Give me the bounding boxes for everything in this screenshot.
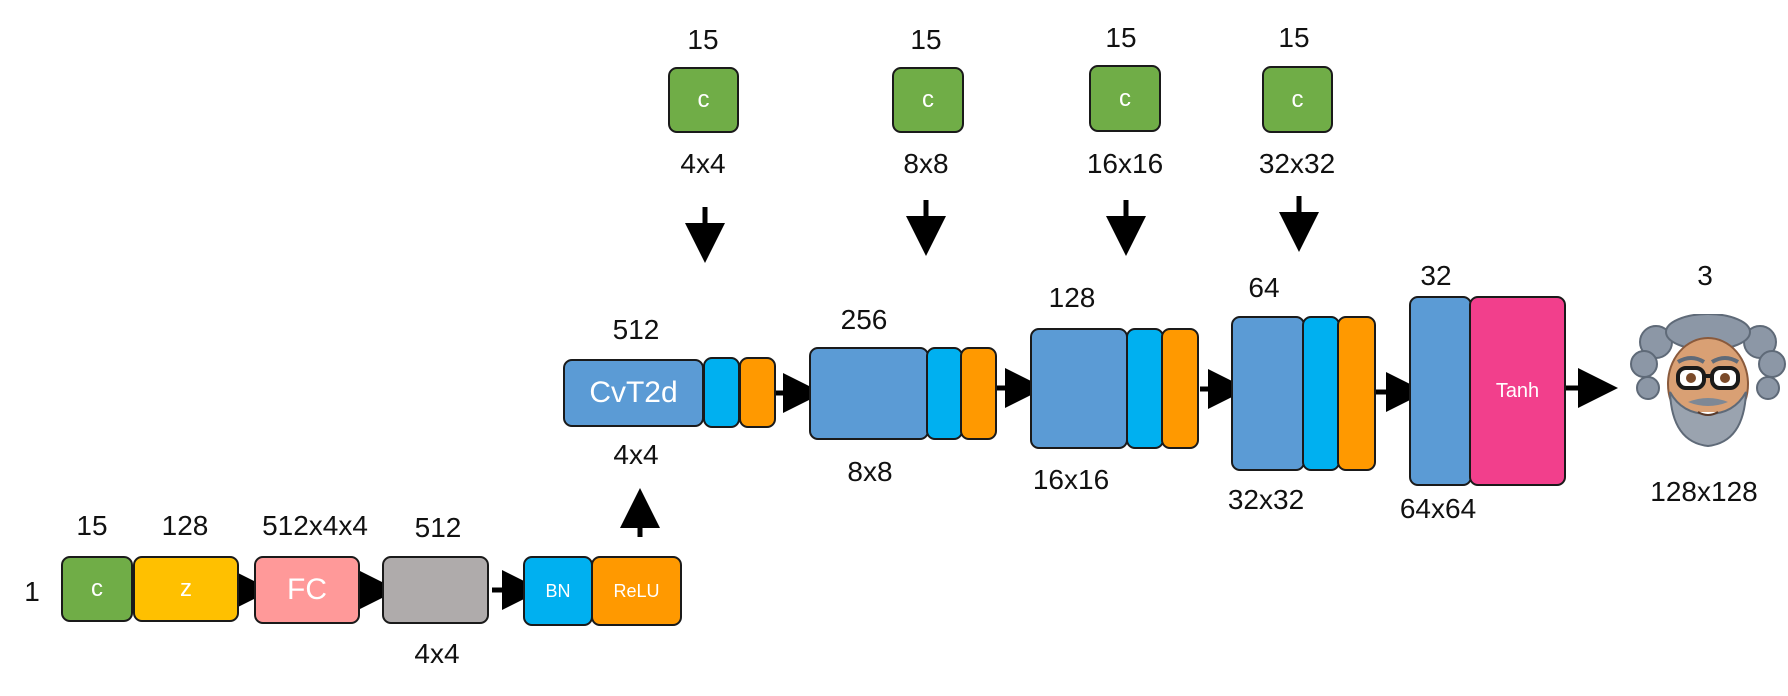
block-1-relu <box>739 357 776 428</box>
condition-input-c: c <box>61 556 133 622</box>
block-2-convtranspose <box>809 347 929 440</box>
fc-layer: FC <box>254 556 360 624</box>
reshape-block <box>382 556 489 624</box>
cond-4-size: 32x32 <box>1258 148 1336 179</box>
block-4-relu <box>1337 316 1376 471</box>
batch-size-label: 1 <box>24 576 40 607</box>
cond-2-size: 8x8 <box>903 148 949 179</box>
bn-layer: BN <box>523 556 593 626</box>
block-2-relu <box>960 347 997 440</box>
block-3-channels: 128 <box>1048 282 1096 313</box>
relu-layer-text: ReLU <box>613 580 660 601</box>
block-1-channels: 512 <box>612 314 660 345</box>
block-1-size: 4x4 <box>613 439 659 470</box>
cond-2-c: c <box>892 67 964 133</box>
block-3-convtranspose <box>1030 328 1128 449</box>
block-2-bn <box>926 347 963 440</box>
cond-3-size: 16x16 <box>1086 148 1164 179</box>
output-size: 128x128 <box>1650 476 1758 507</box>
tanh-layer-text: Tanh <box>1495 379 1540 402</box>
block-1-bn <box>703 357 740 428</box>
block-4-bn <box>1302 316 1340 471</box>
output-face-icon <box>1630 314 1786 448</box>
block-4-convtranspose <box>1231 316 1305 471</box>
block-2-channels: 256 <box>840 304 888 335</box>
cond-1-c-text: c <box>697 86 710 113</box>
cond-1-c: c <box>668 67 739 133</box>
cond-4-dim: 15 <box>1278 22 1310 53</box>
block-4-size: 32x32 <box>1227 484 1305 515</box>
fc-layer-text: FC <box>287 573 327 606</box>
bn-layer-text: BN <box>545 580 571 601</box>
cond-1-size: 4x4 <box>680 148 726 179</box>
cond-4-c-text: c <box>1291 85 1304 113</box>
c-dim-label: 15 <box>76 510 108 541</box>
block-3-size: 16x16 <box>1032 464 1110 495</box>
final-channels: 32 <box>1420 260 1452 291</box>
relu-layer: ReLU <box>591 556 682 626</box>
noise-input-z-text: z <box>180 575 192 602</box>
block-3-bn <box>1126 328 1164 449</box>
block-1-convtranspose-text: CvT2d <box>589 376 678 409</box>
final-size: 64x64 <box>1399 493 1477 524</box>
reshape-size-label: 4x4 <box>414 638 460 669</box>
condition-input-c-text: c <box>91 575 103 602</box>
cond-2-c-text: c <box>922 86 934 113</box>
cond-4-c: c <box>1262 66 1333 133</box>
cond-2-dim: 15 <box>910 24 942 55</box>
cond-3-dim: 15 <box>1105 22 1137 53</box>
block-1-convtranspose: CvT2d <box>563 359 704 427</box>
noise-input-z: z <box>133 556 239 622</box>
output-channels: 3 <box>1697 260 1713 291</box>
block-4-channels: 64 <box>1248 272 1280 303</box>
block-3-relu <box>1161 328 1199 449</box>
reshape-dim-label: 512 <box>414 512 462 543</box>
final-convtranspose <box>1409 296 1472 486</box>
cond-3-c-text: c <box>1119 84 1131 112</box>
cond-1-dim: 15 <box>687 24 719 55</box>
block-2-size: 8x8 <box>847 456 893 487</box>
tanh-layer: Tanh <box>1469 296 1566 486</box>
cond-3-c: c <box>1089 65 1161 132</box>
z-dim-label: 128 <box>161 510 209 541</box>
fc-dim-label: 512x4x4 <box>262 510 368 541</box>
